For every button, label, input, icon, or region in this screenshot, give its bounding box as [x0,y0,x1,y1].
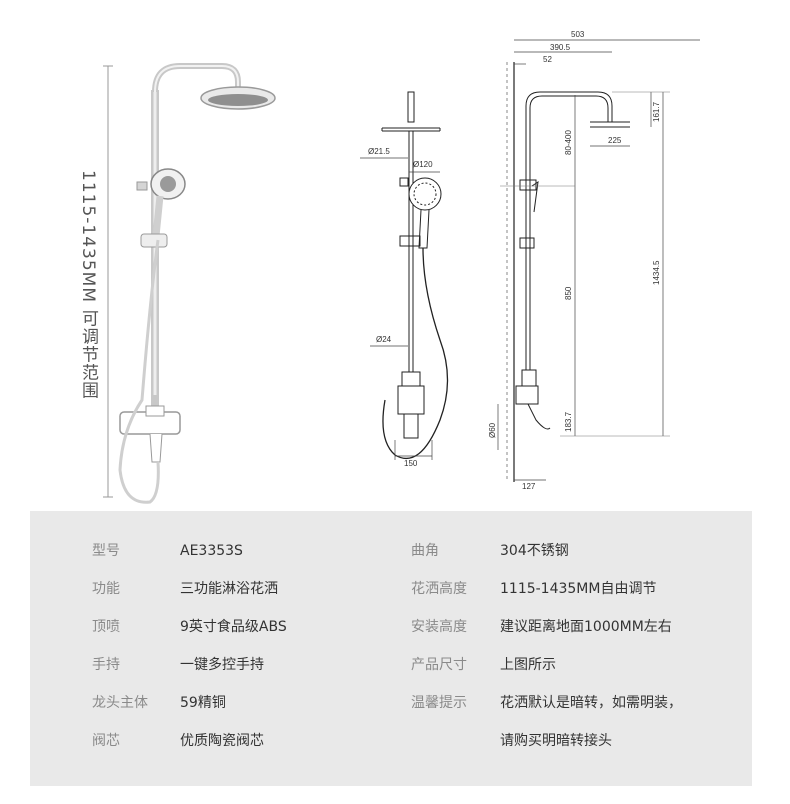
dim-24: Ø24 [376,335,392,344]
dim-60: Ø60 [488,422,497,438]
shower-photo [103,63,276,504]
spec-label: 花洒高度 [411,581,467,597]
dim-120: Ø120 [413,160,433,169]
spec-label: 阀芯 [92,733,120,749]
dim-127: 127 [522,482,536,491]
spec-value: 1115-1435MM自由调节 [500,581,657,597]
spec-value: 59精铜 [180,695,226,711]
spec-value: AE3353S [180,543,243,559]
side-view-drawing [497,39,700,482]
dim-390-5: 390.5 [550,43,571,52]
front-view-drawing [360,91,449,460]
spec-value: 三功能淋浴花洒 [180,581,278,597]
dim-80-400: 80-400 [564,130,573,155]
spec-value: 优质陶瓷阀芯 [180,733,264,749]
spec-table: 型号 AE3353S 曲角 304不锈钢 功能 三功能淋浴花洒 花洒高度 111… [30,511,752,786]
spec-value: 请购买明暗转接头 [500,733,612,749]
dim-1434-5: 1434.5 [652,260,661,285]
spec-value: 建议距离地面1000MM左右 [500,619,672,635]
spec-value: 上图所示 [500,657,556,673]
dim-183-7: 183.7 [564,411,573,432]
dim-52: 52 [543,55,552,64]
dim-850: 850 [564,286,573,300]
dim-161-7: 161.7 [652,101,661,122]
spec-label: 龙头主体 [92,695,148,711]
spec-label: 顶喷 [92,619,120,635]
product-drawing: Ø21.5 Ø120 Ø24 150 503 [103,30,700,504]
spec-label: 手持 [92,657,120,673]
spec-label: 产品尺寸 [411,657,467,673]
dim-150: 150 [404,459,418,468]
spec-value: 9英寸食品级ABS [180,619,287,635]
spec-value: 304不锈钢 [500,543,569,559]
spec-label: 功能 [92,581,120,597]
height-range-label: 1115-1435MM 可调节范围 [78,170,98,400]
spec-label: 曲角 [411,543,439,559]
spec-label: 型号 [92,543,120,559]
spec-value: 一键多控手持 [180,657,264,673]
spec-label: 温馨提示 [411,695,467,711]
spec-value: 花洒默认是暗转，如需明装， [500,695,682,711]
dim-225: 225 [608,136,622,145]
dim-503: 503 [571,30,585,39]
dim-21-5: Ø21.5 [368,147,390,156]
spec-label: 安装高度 [411,619,467,635]
